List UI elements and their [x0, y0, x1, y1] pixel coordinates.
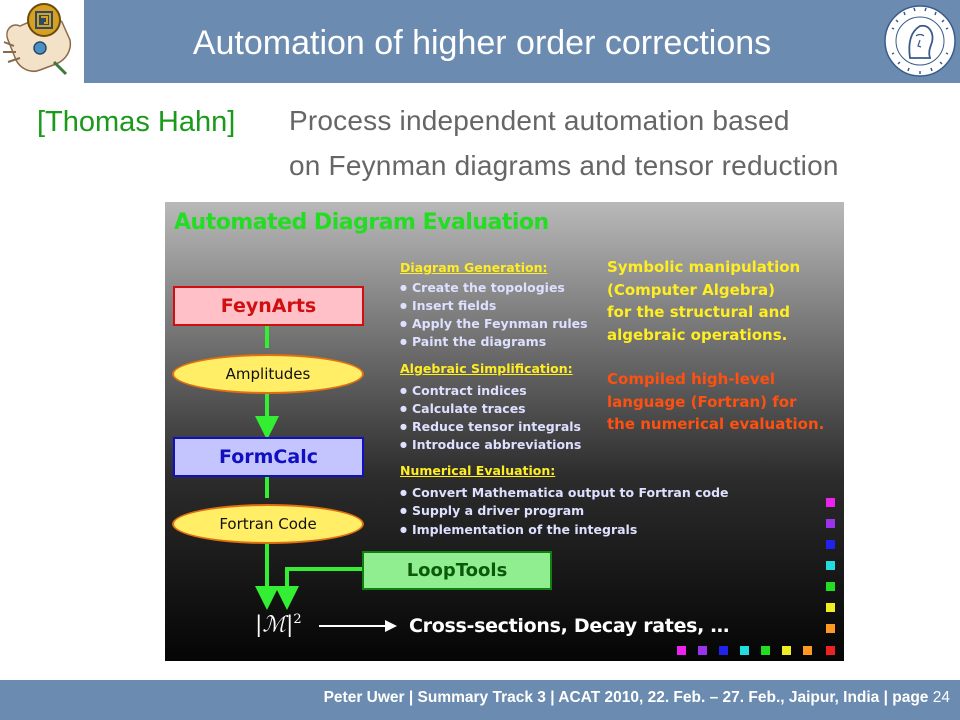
- flow-arrows: [255, 326, 397, 632]
- symbolic-manipulation-note: Symbolic manipulation (Computer Algebra)…: [607, 256, 800, 346]
- footer-text: Peter Uwer | Summary Track 3 | ACAT 2010…: [324, 680, 950, 716]
- section-heading-diagram-generation: Diagram Generation:: [400, 260, 548, 275]
- fortran-code-ellipse: Fortran Code: [172, 504, 364, 544]
- section-heading-numerical-evaluation: Numerical Evaluation:: [400, 463, 556, 478]
- hand-logo-icon: [0, 0, 84, 83]
- note-line: for the structural and: [607, 303, 791, 321]
- note-line: the numerical evaluation.: [607, 415, 825, 433]
- panel-title: Automated Diagram Evaluation: [174, 210, 549, 235]
- looptools-box: LoopTools: [362, 551, 552, 590]
- subtitle-line-2: on Feynman diagrams and tensor reduction: [289, 150, 839, 181]
- subtitle-line-1: Process independent automation based: [289, 105, 790, 136]
- diagram-evaluation-panel: Automated Diagram Evaluation FeynArts Am…: [165, 202, 844, 661]
- list-item: Reduce tensor integrals: [400, 419, 581, 434]
- list-item: Apply the Feynman rules: [400, 316, 588, 331]
- section-heading-algebraic-simplification: Algebraic Simplification:: [400, 361, 573, 376]
- list-item: Introduce abbreviations: [400, 437, 581, 452]
- compiled-language-note: Compiled high-level language (Fortran) f…: [607, 368, 824, 436]
- slide-footer: Peter Uwer | Summary Track 3 | ACAT 2010…: [0, 680, 960, 720]
- amplitudes-ellipse: Amplitudes: [172, 354, 364, 394]
- list-item: Insert fields: [400, 298, 496, 313]
- list-item: Convert Mathematica output to Fortran co…: [400, 485, 729, 500]
- formcalc-box: FormCalc: [173, 437, 364, 477]
- slide-header: Automation of higher order corrections: [0, 0, 960, 83]
- note-line: Symbolic manipulation: [607, 258, 801, 276]
- matrix-element-squared: |ℳ|2: [255, 612, 302, 638]
- list-item: Create the topologies: [400, 280, 565, 295]
- list-item: Contract indices: [400, 383, 527, 398]
- note-line: (Computer Algebra): [607, 280, 775, 299]
- slide-title: Automation of higher order corrections: [192, 24, 772, 62]
- humboldt-seal-icon: [880, 0, 960, 83]
- note-line: language (Fortran) for: [607, 392, 797, 411]
- note-line: algebraic operations.: [607, 325, 788, 344]
- list-item: Paint the diagrams: [400, 334, 546, 349]
- feynarts-box: FeynArts: [173, 286, 364, 326]
- note-line: Compiled high-level: [607, 370, 775, 388]
- page-number: 24: [932, 689, 950, 706]
- list-item: Calculate traces: [400, 401, 526, 416]
- author-label: [Thomas Hahn]: [37, 106, 236, 138]
- list-item: Supply a driver program: [400, 503, 584, 518]
- footer-info: Peter Uwer | Summary Track 3 | ACAT 2010…: [323, 689, 929, 706]
- arrow-looptools-result: [275, 567, 362, 610]
- result-label: Cross-sections, Decay rates, …: [409, 615, 730, 637]
- list-item: Implementation of the integrals: [400, 522, 637, 537]
